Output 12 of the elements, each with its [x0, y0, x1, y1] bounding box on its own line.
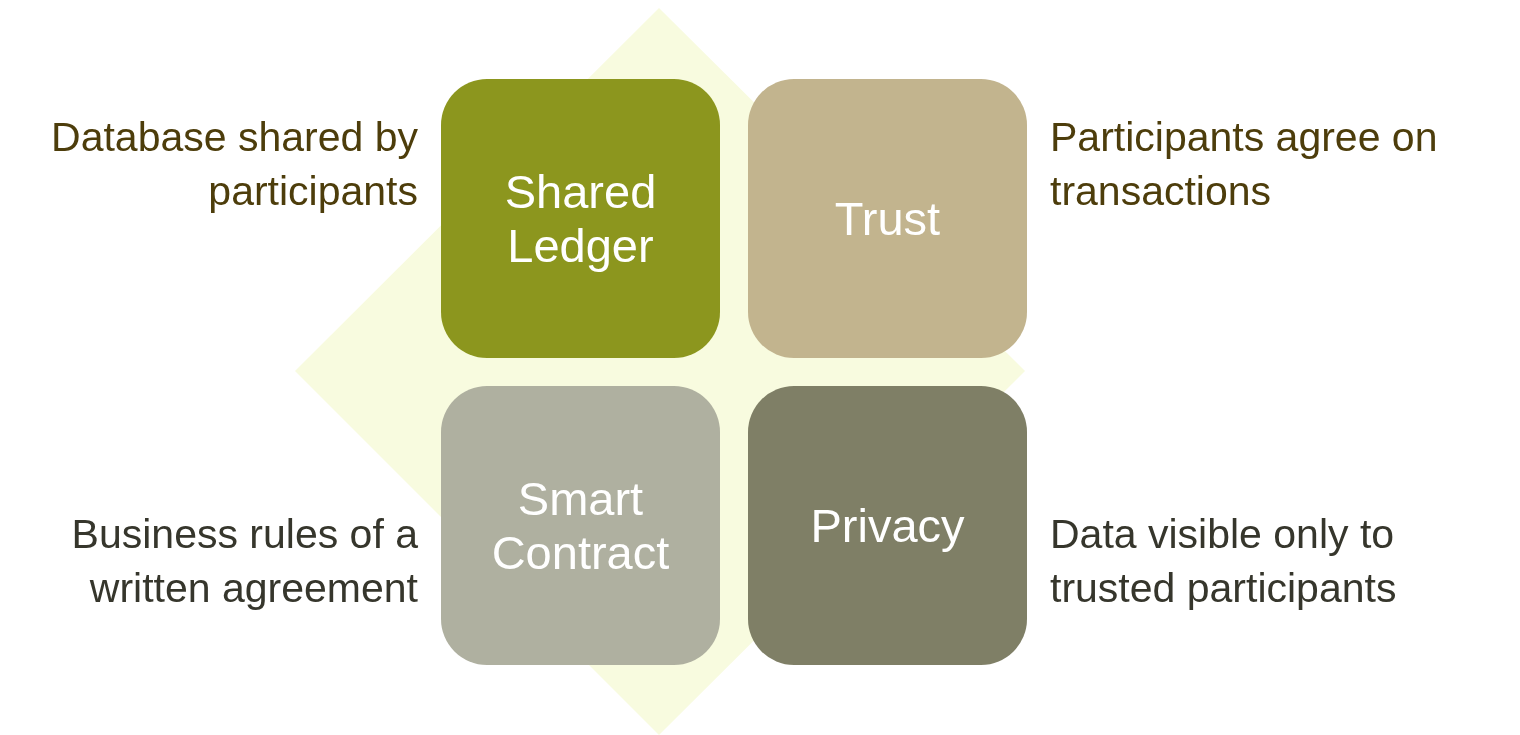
tile-title: Smart Contract	[490, 471, 671, 580]
quadrant-tile	[748, 386, 1027, 665]
quadrant-tile	[441, 386, 720, 665]
quadrant-tile	[441, 79, 720, 358]
description-text: Business rules of a written agreement	[70, 510, 418, 613]
description-text: Data visible only to trusted participants	[1050, 510, 1398, 613]
tile-title: Privacy	[810, 498, 965, 553]
description-text: Participants agree on transactions	[1050, 113, 1439, 216]
quadrant-tile	[748, 79, 1027, 358]
tile-title: Shared Ledger	[503, 164, 658, 273]
tile-title: Trust	[834, 191, 941, 246]
description-text: Database shared by participants	[50, 113, 418, 216]
